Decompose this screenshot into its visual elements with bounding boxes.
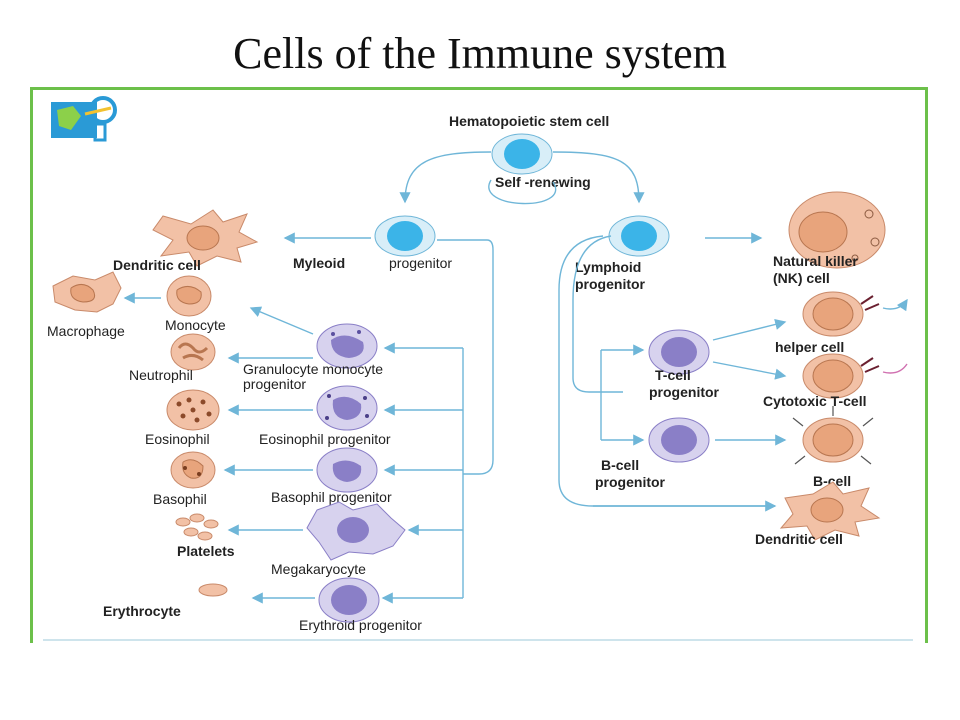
- label-eos-progenitor: Eosinophil progenitor: [259, 431, 391, 447]
- logo-icon: [51, 96, 117, 142]
- arrow-gmp-to-monocyte: [249, 306, 314, 335]
- label-monocyte: Monocyte: [165, 317, 226, 333]
- label-gmp-2: progenitor: [243, 376, 306, 392]
- lymphoid-progenitor-cell: [608, 215, 670, 257]
- b-cell: [792, 406, 874, 465]
- label-helper: helper cell: [775, 339, 844, 355]
- label-eosinophil: Eosinophil: [145, 431, 210, 447]
- arrow-to-lymphoid: [552, 151, 645, 204]
- label-ery-progenitor: Erythroid progenitor: [299, 617, 422, 633]
- monocyte-cell: [166, 275, 212, 317]
- hematopoietic-stem-cell: [491, 133, 553, 175]
- myeloid-progenitor-cell: [374, 215, 436, 257]
- label-bcell-prog-2: progenitor: [595, 474, 666, 490]
- arrow-to-myeloid: [399, 151, 492, 204]
- neutrophil-cell: [170, 333, 216, 371]
- label-myeloid-progenitor: progenitor: [389, 255, 452, 271]
- diagram-panel: Hematopoietic stem cell Self -renewing M…: [30, 87, 928, 643]
- cytotoxic-t-cell: [802, 353, 908, 399]
- erythrocyte-cell: [198, 583, 228, 597]
- label-bcell: B-cell: [813, 473, 851, 489]
- baso-progenitor-cell: [316, 447, 378, 493]
- label-cytotoxic: Cytotoxic T-cell: [763, 393, 866, 409]
- platelets-cell: [175, 513, 219, 541]
- helper-t-cell: [802, 291, 908, 337]
- label-basophil: Basophil: [153, 491, 207, 507]
- dendritic-cell-myeloid: [152, 209, 259, 267]
- arrow-tcell-to-cytotoxic: [712, 361, 787, 380]
- lymphoid-branch: [572, 235, 623, 393]
- label-baso-progenitor: Basophil progenitor: [271, 489, 392, 505]
- megakaryocyte-cell: [306, 501, 406, 561]
- label-megakaryocyte: Megakaryocyte: [271, 561, 366, 577]
- label-lymphoid-2: progenitor: [575, 276, 646, 292]
- label-nk-2: (NK) cell: [773, 270, 830, 286]
- dendritic-cell-lymphoid: [779, 481, 881, 541]
- label-dendritic-lymphoid: Dendritic cell: [755, 531, 843, 547]
- label-lymphoid-1: Lymphoid: [575, 259, 641, 275]
- label-dendritic-myeloid: Dendritic cell: [113, 257, 201, 273]
- label-neutrophil: Neutrophil: [129, 367, 193, 383]
- bcell-progenitor-cell: [648, 417, 710, 463]
- label-myeloid: Myleoid: [293, 255, 345, 271]
- tcell-progenitor-cell: [648, 329, 710, 375]
- arrow-tcell-to-helper: [712, 318, 787, 341]
- ery-progenitor-cell: [318, 577, 380, 623]
- nk-cell: [788, 191, 886, 269]
- label-tcell-2: progenitor: [649, 384, 720, 400]
- label-hsc: Hematopoietic stem cell: [449, 113, 609, 129]
- eosinophil-cell: [166, 389, 220, 431]
- label-tcell-1: T-cell: [655, 367, 691, 383]
- slide-title: Cells of the Immune system: [233, 29, 727, 78]
- label-macrophage: Macrophage: [47, 323, 125, 339]
- label-erythrocyte: Erythrocyte: [103, 603, 181, 619]
- label-self-renewing: Self -renewing: [495, 174, 591, 190]
- label-nk-1: Natural killer: [773, 253, 858, 269]
- label-bcell-prog-1: B-cell: [601, 457, 639, 473]
- helper-signal-arrow: [882, 298, 908, 312]
- lymphoid-trunk: [558, 235, 775, 507]
- label-gmp-1: Granulocyte monocyte: [243, 361, 383, 377]
- basophil-cell: [170, 451, 216, 489]
- label-platelets: Platelets: [177, 543, 235, 559]
- self-renew-loop: [488, 179, 557, 205]
- myeloid-trunk: [437, 239, 494, 475]
- immune-cell-diagram: Hematopoietic stem cell Self -renewing M…: [43, 96, 913, 641]
- macrophage-cell: [52, 271, 122, 313]
- eos-progenitor-cell: [316, 385, 378, 431]
- gmp-cell: [316, 323, 378, 369]
